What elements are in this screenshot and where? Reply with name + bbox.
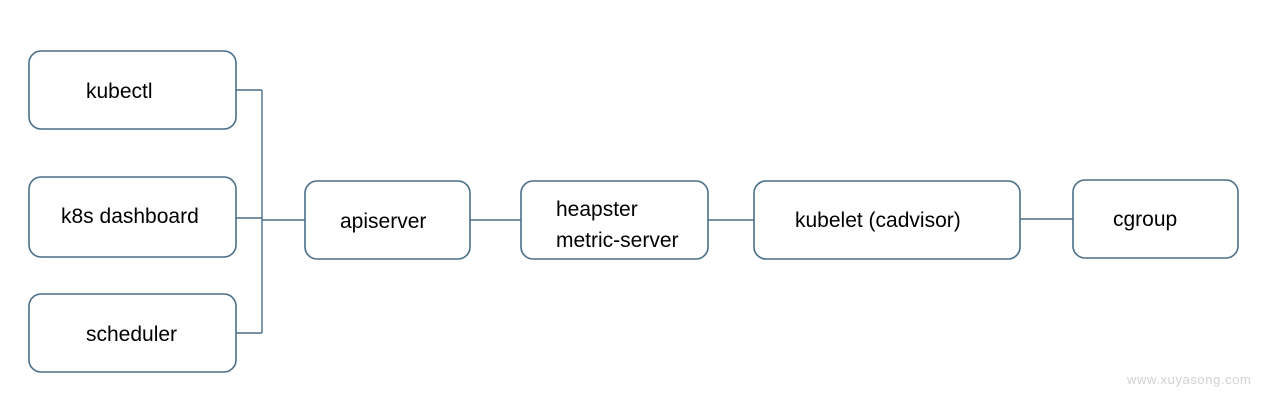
- node-kubelet-label: kubelet (cadvisor): [795, 209, 961, 232]
- node-scheduler: scheduler: [28, 293, 237, 373]
- node-cgroup-label: cgroup: [1113, 208, 1177, 231]
- node-cgroup: cgroup: [1072, 179, 1239, 259]
- node-apiserver-label: apiserver: [340, 210, 426, 233]
- node-metric-server-label: metric-server: [556, 229, 679, 252]
- node-apiserver: apiserver: [304, 180, 471, 260]
- node-k8s-dashboard: k8s dashboard: [28, 176, 237, 258]
- node-heapster-metric-server: heapster metric-server: [520, 180, 709, 260]
- watermark-text: www.xuyasong.com: [1126, 372, 1251, 387]
- node-heapster-label: heapster: [556, 198, 638, 221]
- node-kubectl: kubectl: [28, 50, 237, 130]
- node-kubelet: kubelet (cadvisor): [753, 180, 1021, 260]
- node-scheduler-label: scheduler: [86, 323, 177, 346]
- connectors: [236, 89, 1073, 334]
- node-kubectl-label: kubectl: [86, 80, 153, 103]
- node-k8s-dashboard-label: k8s dashboard: [61, 205, 199, 228]
